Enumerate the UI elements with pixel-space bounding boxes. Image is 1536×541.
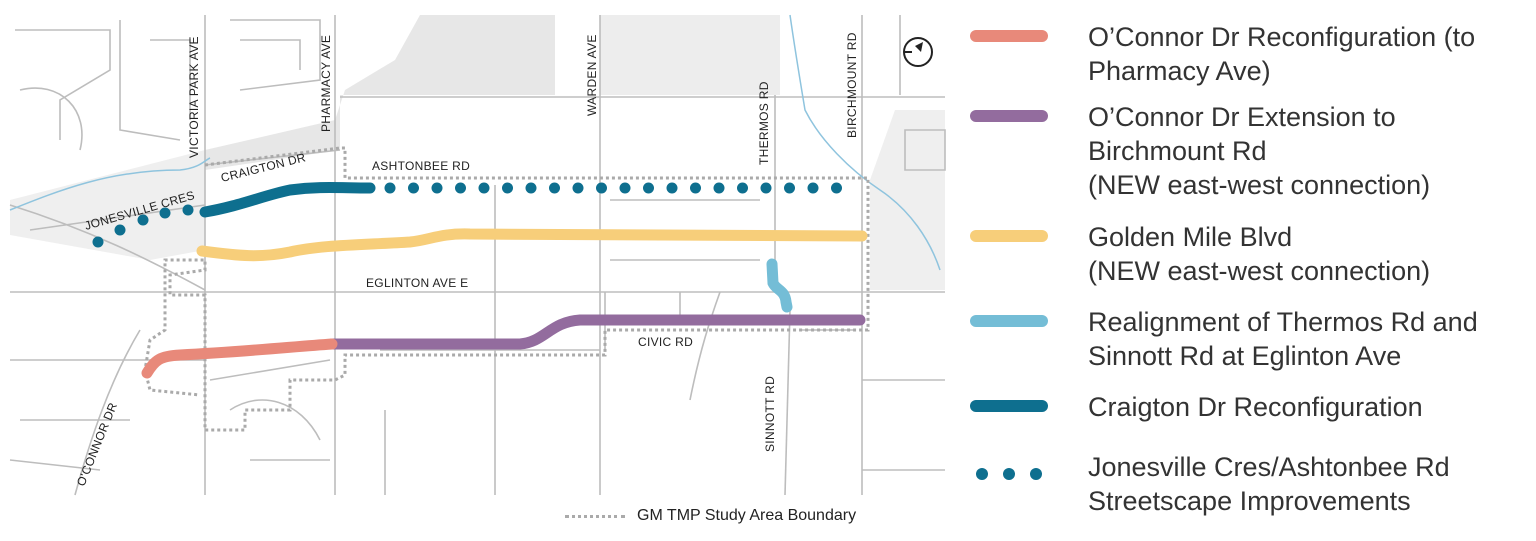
streetscape-dot (572, 182, 584, 194)
streetscape-dot (807, 182, 819, 194)
creek (9, 14, 941, 271)
legend-label-line: Sinnott Rd at Eglinton Ave (1088, 341, 1402, 371)
legend-label-line: (NEW east-west connection) (1088, 170, 1431, 200)
route-oconnor-extension (326, 314, 866, 350)
label-birchmount: BIRCHMOUNT RD (845, 32, 859, 138)
streetscape-dot (690, 182, 701, 194)
streetscape-dot (455, 182, 466, 194)
legend-label-line: (NEW east-west connection) (1088, 256, 1431, 286)
streetscape-dot (159, 207, 171, 219)
streetscape-dot (596, 182, 607, 194)
label-oconnor: O'CONNOR DR (74, 400, 120, 488)
route-golden-mile (196, 228, 868, 262)
legend-label-line: Pharmacy Ave) (1088, 56, 1271, 86)
legend-label-line: Streetscape Improvements (1088, 486, 1411, 516)
label-victoria-park: VICTORIA PARK AVE (187, 36, 201, 158)
streetscape-dot (502, 182, 513, 194)
legend-label: Golden Mile Blvd (NEW east-west connectio… (1088, 220, 1430, 288)
streetscape-dot (713, 182, 725, 194)
route-streetscape (92, 182, 842, 248)
study-area-boundary (143, 146, 870, 432)
streetscape-dot (384, 182, 396, 194)
land-blocks (10, 15, 945, 290)
streetscape-dot (478, 182, 490, 194)
streetscape-dot (525, 182, 537, 194)
streetscape-dot (182, 204, 194, 216)
legend-label-line: Jonesville Cres/Ashtonbee Rd (1088, 452, 1450, 482)
legend-swatch (970, 315, 1048, 327)
legend-label: Craigton Dr Reconfiguration (1088, 390, 1423, 424)
streetscape-dot (137, 214, 149, 226)
legend-label: Jonesville Cres/Ashtonbee Rd Streetscape … (1088, 450, 1450, 518)
legend-dot (976, 468, 988, 480)
legend-swatch (970, 230, 1048, 242)
streetscape-dot (666, 182, 678, 194)
legend-label: O’Connor Dr Extension to Birchmount Rd (NE… (1088, 100, 1430, 202)
streetscape-dot (431, 182, 443, 194)
label-eglinton: EGLINTON AVE E (366, 276, 468, 290)
label-pharmacy: PHARMACY AVE (319, 35, 333, 132)
boundary-legend-label: GM TMP Study Area Boundary (637, 507, 857, 524)
route-craigton (199, 182, 376, 218)
streetscape-dot (408, 182, 419, 194)
streetscape-dot (619, 182, 631, 194)
streetscape-dot (643, 182, 654, 194)
legend-label-line: Realignment of Thermos Rd and (1088, 307, 1478, 337)
legend-swatch (970, 400, 1048, 412)
boundary-legend-swatch (565, 514, 625, 518)
legend-dot (1003, 468, 1015, 480)
legend-swatch (970, 110, 1048, 122)
streetscape-dot (784, 182, 795, 194)
streetscape-dot (737, 182, 748, 194)
legend-label-line: O’Connor Dr Extension to (1088, 102, 1396, 132)
streetscape-dot (760, 182, 772, 194)
streetscape-dot (114, 224, 126, 236)
legend-label-line: O’Connor Dr Reconfiguration (to (1088, 22, 1476, 52)
legend-label-line: Craigton Dr Reconfiguration (1088, 392, 1423, 422)
legend-swatch (970, 30, 1048, 42)
label-civic: CIVIC RD (638, 335, 693, 349)
streetscape-dot (831, 182, 842, 194)
boundary-legend: GM TMP Study Area Boundary (565, 507, 856, 525)
north-arrow-icon (903, 37, 933, 67)
legend-swatch (970, 468, 1048, 480)
map-canvas: VICTORIA PARK AVE PHARMACY AVE WARDEN AV… (9, 14, 946, 496)
legend-label-line: Birchmount Rd (1088, 136, 1267, 166)
legend-label-line: Golden Mile Blvd (1088, 222, 1293, 252)
route-thermos-realign (766, 258, 793, 313)
route-oconnor-reconfig (141, 338, 338, 379)
label-sinnott: SINNOTT RD (763, 376, 777, 452)
streetscape-dot (92, 236, 104, 248)
label-ashtonbee: ASHTONBEE RD (372, 159, 470, 173)
label-thermos: THERMOS RD (757, 81, 771, 165)
road-network (9, 15, 946, 496)
streetscape-dot (549, 182, 560, 194)
legend-dot (1030, 468, 1042, 480)
label-warden: WARDEN AVE (585, 34, 599, 116)
